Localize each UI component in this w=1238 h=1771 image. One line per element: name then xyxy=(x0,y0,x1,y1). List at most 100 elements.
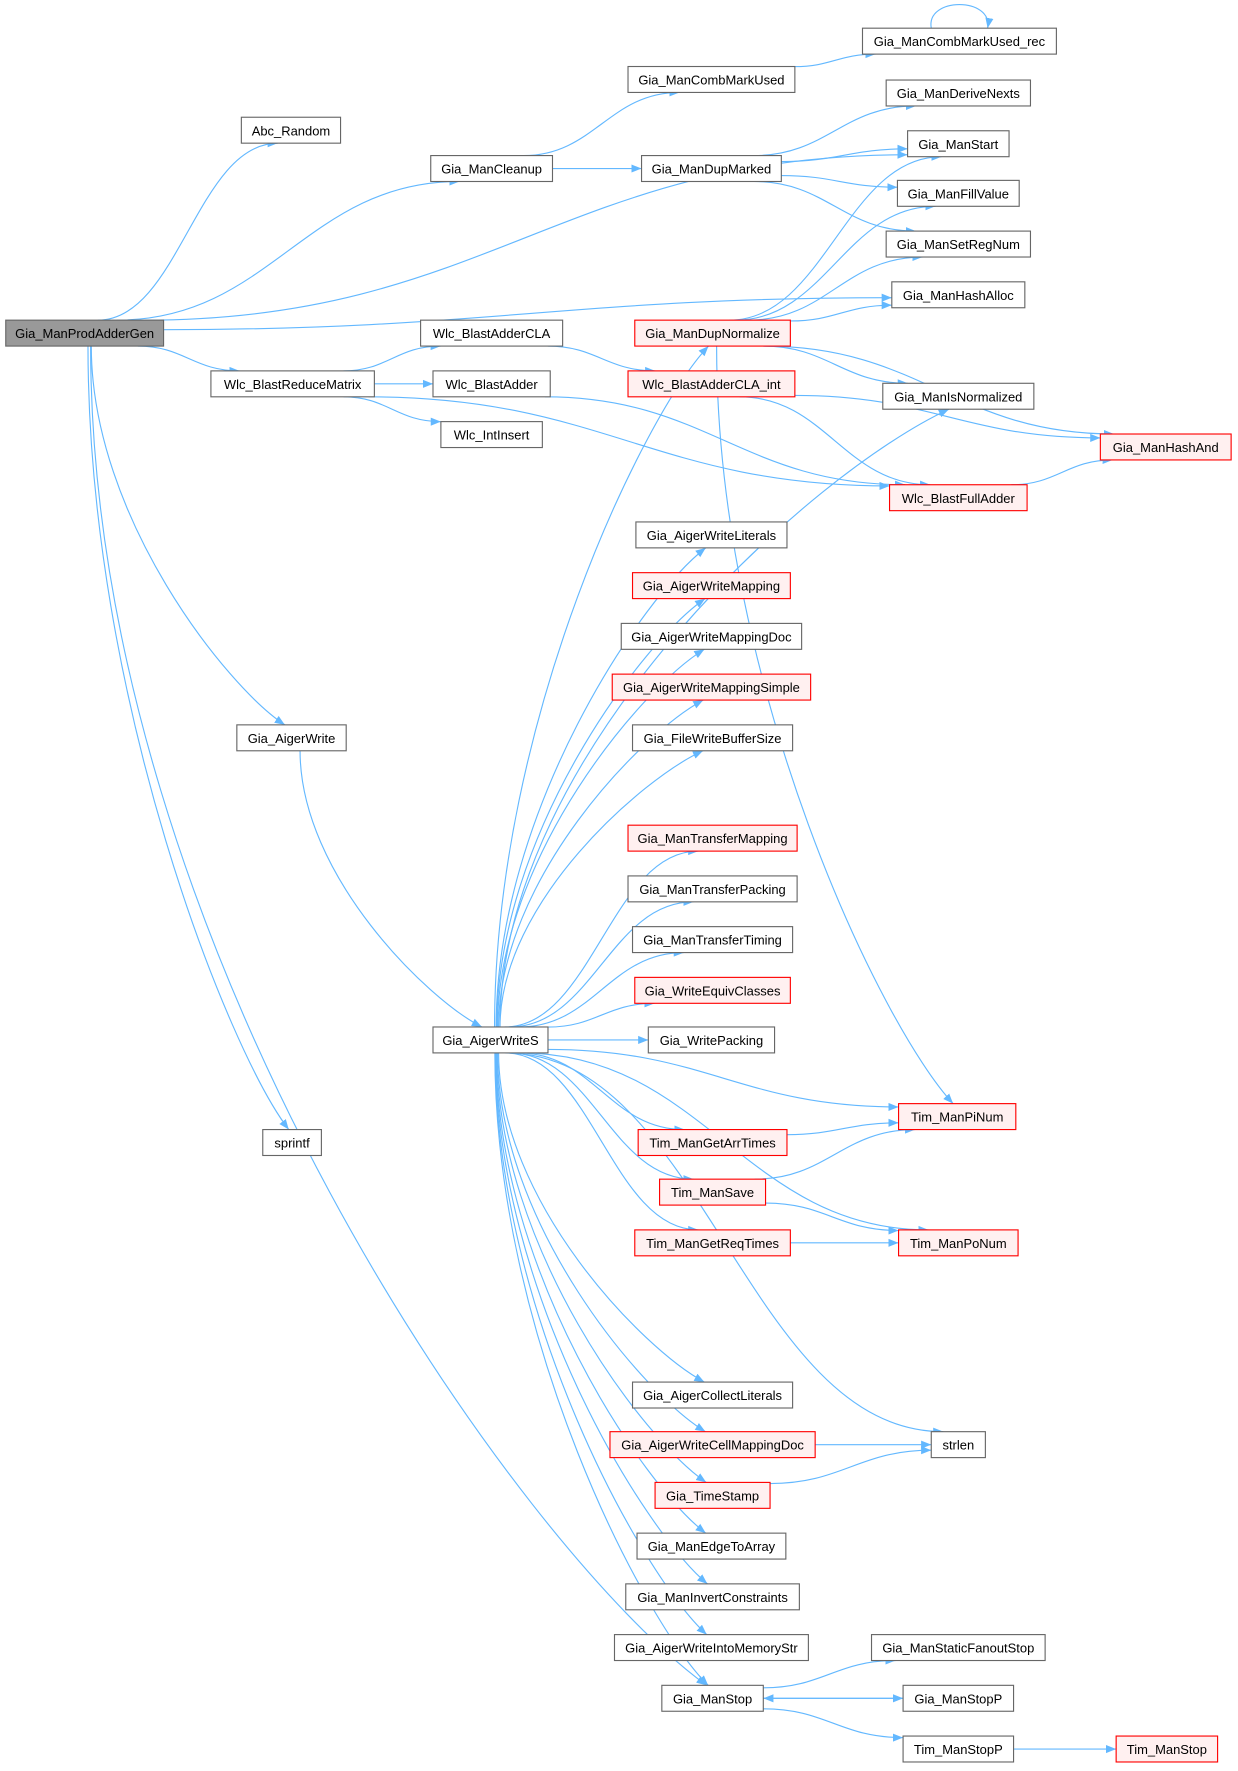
node-label: Gia_AigerWriteCellMappingDoc xyxy=(621,1438,804,1453)
node-timstop[interactable]: Tim_ManStop xyxy=(1115,1735,1219,1763)
edge-dupmarked-to-manstart xyxy=(781,144,908,163)
node-writeequiv[interactable]: Gia_WriteEquivClasses xyxy=(634,976,791,1004)
edge-root-to-aigerwrite xyxy=(90,346,286,726)
node-box xyxy=(432,1026,549,1054)
node-writemappingsimple[interactable]: Gia_AigerWriteMappingSimple xyxy=(611,673,812,701)
node-box xyxy=(885,79,1032,107)
node-timestamp[interactable]: Gia_TimeStamp xyxy=(654,1481,771,1509)
node-derivenexts[interactable]: Gia_ManDeriveNexts xyxy=(885,79,1032,107)
node-writemappingdoc[interactable]: Gia_AigerWriteMappingDoc xyxy=(620,622,803,650)
node-manstart[interactable]: Gia_ManStart xyxy=(907,130,1010,158)
node-writemapping[interactable]: Gia_AigerWriteMapping xyxy=(631,572,791,600)
edge-aigerwrites-to-cellmappingdoc xyxy=(497,1052,706,1433)
node-cleanup[interactable]: Gia_ManCleanup xyxy=(430,155,554,183)
node-box xyxy=(5,319,165,347)
node-label: Wlc_BlastAdder xyxy=(446,377,539,392)
node-label: Gia_ManTransferPacking xyxy=(639,882,785,897)
node-hashand[interactable]: Gia_ManHashAnd xyxy=(1099,433,1232,461)
node-sprintf[interactable]: sprintf xyxy=(262,1128,322,1157)
node-invertconstraints[interactable]: Gia_ManInvertConstraints xyxy=(625,1583,800,1611)
node-box xyxy=(634,976,791,1004)
node-label: Gia_ManStart xyxy=(918,137,998,152)
edge-reducematrix-to-intinsert xyxy=(343,396,441,426)
node-box xyxy=(440,421,543,449)
node-getreqtimes[interactable]: Tim_ManGetReqTimes xyxy=(634,1229,791,1257)
node-box xyxy=(888,484,1028,512)
node-timstopp[interactable]: Tim_ManStopP xyxy=(902,1735,1015,1763)
node-writepacking[interactable]: Gia_WritePacking xyxy=(647,1026,776,1054)
node-label: Gia_ManStop xyxy=(673,1691,752,1706)
node-box xyxy=(654,1481,771,1509)
node-aigerwrites[interactable]: Gia_AigerWriteS xyxy=(432,1026,549,1054)
node-box xyxy=(902,1684,1015,1712)
node-staticfanoutstop[interactable]: Gia_ManStaticFanoutStop xyxy=(870,1634,1046,1662)
node-transfertiming[interactable]: Gia_ManTransferTiming xyxy=(631,926,794,954)
node-filewritebuffersize[interactable]: Gia_FileWriteBufferSize xyxy=(631,724,794,752)
node-box xyxy=(861,27,1057,55)
node-label: Gia_ManStopP xyxy=(914,1691,1002,1706)
edge-aigerwrites-to-pinum xyxy=(547,1048,899,1112)
node-getarrtimes[interactable]: Tim_ManGetArrTimes xyxy=(637,1128,788,1157)
node-combmark[interactable]: Gia_ManCombMarkUsed xyxy=(627,65,796,94)
node-label: Tim_ManGetReqTimes xyxy=(646,1236,779,1251)
node-cellmappingdoc[interactable]: Gia_AigerWriteCellMappingDoc xyxy=(609,1431,816,1459)
node-label: Wlc_IntInsert xyxy=(454,428,530,443)
edge-dupnormalize-to-setregnum xyxy=(748,252,923,321)
node-fulladder[interactable]: Wlc_BlastFullAdder xyxy=(888,484,1028,512)
node-abc-random[interactable]: Abc_Random xyxy=(240,116,342,144)
node-dupmarked[interactable]: Gia_ManDupMarked xyxy=(640,155,782,183)
node-pinum[interactable]: Tim_ManPiNum xyxy=(898,1103,1017,1131)
node-strlen[interactable]: strlen xyxy=(930,1431,986,1459)
node-ponum[interactable]: Tim_ManPoNum xyxy=(898,1229,1019,1257)
node-aigerwrite[interactable]: Gia_AigerWrite xyxy=(236,724,347,752)
node-label: Abc_Random xyxy=(252,123,330,138)
node-fillvalue[interactable]: Gia_ManFillValue xyxy=(896,179,1020,207)
node-timsave[interactable]: Tim_ManSave xyxy=(659,1178,767,1206)
node-transferpacking[interactable]: Gia_ManTransferPacking xyxy=(627,875,798,903)
edge-aigerwrites-to-timsave xyxy=(509,1052,694,1184)
edge-aigerwrites-to-writemappingsimple xyxy=(498,699,704,1027)
node-box xyxy=(930,1431,986,1459)
edge-addercla-to-addercla_int xyxy=(547,345,656,375)
node-isnormalized[interactable]: Gia_ManIsNormalized xyxy=(882,382,1035,410)
node-manstopp[interactable]: Gia_ManStopP xyxy=(902,1684,1015,1712)
edge-aigerwrites-to-filewritebuffersize xyxy=(499,750,704,1027)
node-combmark-rec[interactable]: Gia_ManCombMarkUsed_rec xyxy=(861,27,1057,55)
node-label: Gia_AigerCollectLiterals xyxy=(643,1388,782,1403)
node-root[interactable]: Gia_ManProdAdderGen xyxy=(5,319,165,347)
node-transfermapping[interactable]: Gia_ManTransferMapping xyxy=(627,824,798,852)
node-box xyxy=(647,1026,776,1054)
edge-manstop-to-timstopp xyxy=(763,1708,904,1742)
node-label: Wlc_BlastReduceMatrix xyxy=(224,377,362,392)
node-box xyxy=(885,230,1032,258)
edge-aigerwrites-to-timestamp xyxy=(496,1052,707,1483)
node-hashalloc[interactable]: Gia_ManHashAlloc xyxy=(891,281,1026,309)
node-intinsert[interactable]: Wlc_IntInsert xyxy=(440,421,543,449)
node-box xyxy=(659,1178,767,1206)
node-setregnum[interactable]: Gia_ManSetRegNum xyxy=(885,230,1032,258)
node-box xyxy=(627,875,798,903)
node-label: strlen xyxy=(942,1438,974,1453)
node-writeliterals[interactable]: Gia_AigerWriteLiterals xyxy=(635,521,788,549)
node-blastadder[interactable]: Wlc_BlastAdder xyxy=(432,370,551,398)
edge-aigerwrites-to-edgetoarray xyxy=(495,1052,707,1534)
node-box xyxy=(634,1229,791,1257)
edge-dupnormalize-to-hashalloc xyxy=(790,301,892,322)
edge-reducematrix-to-addercla xyxy=(343,342,441,372)
node-addercla-int[interactable]: Wlc_BlastAdderCLA_int xyxy=(627,370,796,398)
node-reducematrix[interactable]: Wlc_BlastReduceMatrix xyxy=(210,370,375,398)
edge-dupmarked-to-derivenexts xyxy=(753,101,916,157)
node-manstop[interactable]: Gia_ManStop xyxy=(661,1684,764,1712)
node-label: Gia_ManFillValue xyxy=(908,186,1009,201)
node-collectliterals[interactable]: Gia_AigerCollectLiterals xyxy=(631,1381,794,1409)
node-addercla[interactable]: Wlc_BlastAdderCLA xyxy=(420,319,564,347)
edge-aigerwrites-to-writeequiv xyxy=(547,999,655,1028)
edge-combmark_rec-to-combmark_rec xyxy=(930,3,994,29)
node-dupnormalize[interactable]: Gia_ManDupNormalize xyxy=(634,319,791,347)
node-intomemorystr[interactable]: Gia_AigerWriteIntoMemoryStr xyxy=(613,1634,809,1662)
node-box xyxy=(240,116,342,144)
node-edgetoarray[interactable]: Gia_ManEdgeToArray xyxy=(636,1532,787,1560)
node-box xyxy=(631,1381,794,1409)
node-box xyxy=(627,370,796,398)
